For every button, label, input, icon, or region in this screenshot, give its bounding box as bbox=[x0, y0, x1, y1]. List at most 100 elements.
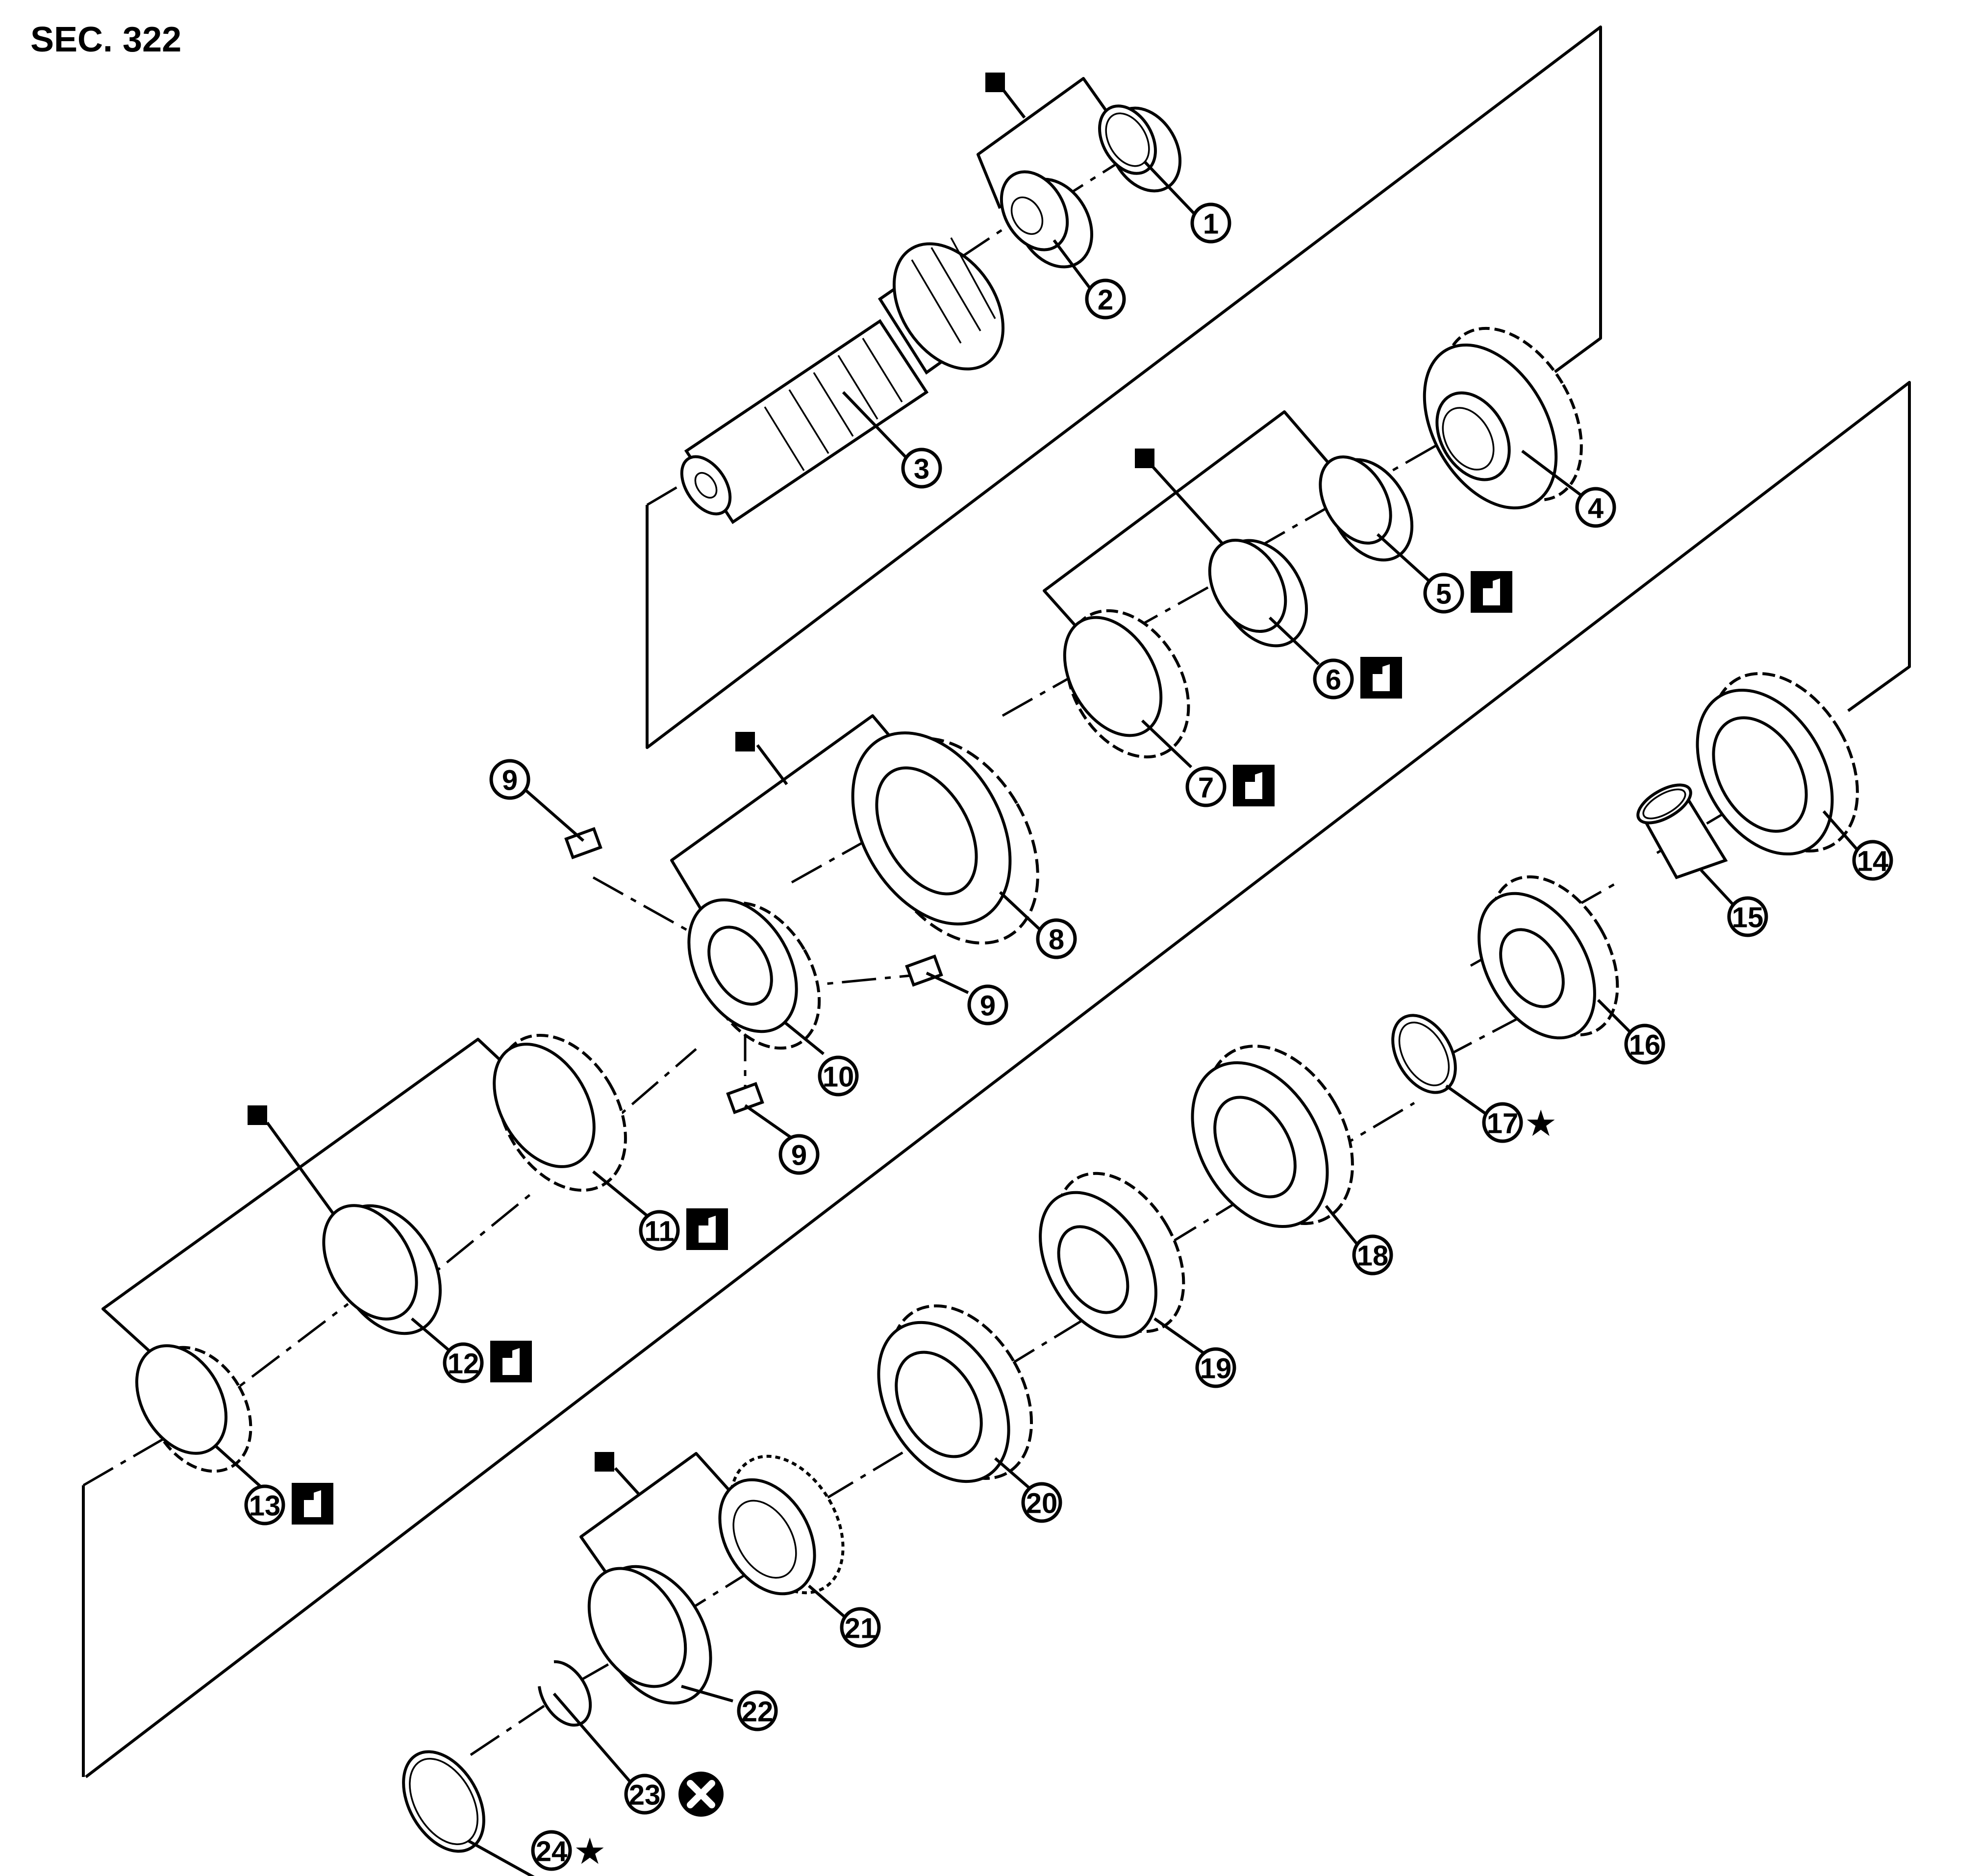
part-tapered-roller-bearing-21 bbox=[718, 1454, 845, 1596]
callout-number: 22 bbox=[742, 1696, 774, 1728]
bracket-21-22 bbox=[579, 1452, 742, 1587]
callout-8: 8 bbox=[1036, 918, 1077, 959]
assembly-frame bbox=[82, 25, 1911, 1778]
callout-number: 5 bbox=[1436, 578, 1452, 610]
part-bushing-15 bbox=[1636, 783, 1728, 879]
part-synchronizer-ring-13 bbox=[135, 1344, 252, 1473]
callout-15: 15 bbox=[1727, 896, 1768, 937]
callout-9-bottom: 9 bbox=[778, 1134, 820, 1175]
callout-9-right: 9 bbox=[967, 984, 1008, 1026]
part-gear-4 bbox=[1423, 326, 1583, 510]
callout-20: 20 bbox=[1021, 1482, 1062, 1523]
callout-number: 23 bbox=[629, 1779, 661, 1811]
part-shifting-insert-top bbox=[564, 827, 602, 859]
callout-10: 10 bbox=[818, 1055, 859, 1097]
part-cone-12 bbox=[322, 1204, 442, 1335]
bracket-1-2 bbox=[977, 73, 1114, 209]
set-marker-square bbox=[985, 73, 1005, 92]
set-marker-square bbox=[595, 1452, 614, 1472]
callout-13: 13 bbox=[244, 1483, 333, 1526]
callout-19: 19 bbox=[1195, 1347, 1236, 1388]
callout-23: 23 bbox=[624, 1772, 724, 1817]
callout-5: 5 bbox=[1423, 571, 1512, 614]
callout-number: 9 bbox=[502, 765, 518, 797]
callout-6: 6 bbox=[1313, 657, 1402, 700]
callout-11: 11 bbox=[639, 1208, 728, 1251]
part-coupling-sleeve-8 bbox=[851, 731, 1039, 945]
callout-2: 2 bbox=[1085, 278, 1126, 320]
grease-icon bbox=[1233, 765, 1275, 806]
center-axis-upper bbox=[82, 155, 1462, 1487]
set-marker-square bbox=[248, 1105, 267, 1125]
callout-9-top: 9 bbox=[489, 759, 530, 800]
part-cone-6 bbox=[1208, 538, 1308, 648]
callout-number: 13 bbox=[249, 1490, 281, 1522]
callout-17: 17 ★ bbox=[1482, 1102, 1557, 1145]
part-synchronizer-ring-5 bbox=[1319, 455, 1414, 562]
callout-number: 9 bbox=[791, 1140, 807, 1172]
callout-number: 7 bbox=[1198, 772, 1214, 804]
callout-number: 16 bbox=[1629, 1029, 1661, 1061]
do-not-reuse-icon bbox=[678, 1772, 724, 1817]
grease-icon bbox=[1360, 657, 1402, 699]
callout-number: 11 bbox=[644, 1216, 674, 1248]
callout-22: 22 bbox=[737, 1690, 778, 1731]
part-gear-20 bbox=[877, 1304, 1033, 1483]
page-title: SEC. 322 bbox=[30, 20, 182, 59]
callout-number: 20 bbox=[1026, 1488, 1058, 1520]
part-gear-14 bbox=[1696, 672, 1859, 856]
part-snap-ring-17 bbox=[1391, 1014, 1457, 1094]
callout-number: 18 bbox=[1357, 1240, 1389, 1272]
callout-number: 9 bbox=[980, 990, 996, 1022]
callout-24: 24 ★ bbox=[531, 1830, 606, 1873]
callout-3: 3 bbox=[901, 448, 942, 489]
part-synchronizer-hub-10 bbox=[687, 898, 821, 1050]
callout-18: 18 bbox=[1352, 1234, 1393, 1276]
callout-number: 24 bbox=[536, 1836, 568, 1868]
callout-number: 17 bbox=[1487, 1108, 1519, 1140]
callout-number: 19 bbox=[1200, 1353, 1232, 1385]
callout-number: 8 bbox=[1049, 924, 1064, 956]
star-icon: ★ bbox=[1525, 1102, 1557, 1145]
grease-icon bbox=[686, 1208, 728, 1250]
callout-number: 14 bbox=[1857, 846, 1889, 877]
part-baulk-ring-11 bbox=[493, 1033, 627, 1192]
part-shim-24 bbox=[402, 1750, 485, 1853]
callout-4: 4 bbox=[1575, 487, 1616, 528]
set-marker-square bbox=[1135, 449, 1154, 468]
callout-1: 1 bbox=[1190, 202, 1231, 244]
callout-number: 3 bbox=[914, 453, 929, 485]
callout-14: 14 bbox=[1852, 840, 1893, 881]
grease-icon bbox=[1471, 571, 1512, 613]
callout-number: 4 bbox=[1588, 493, 1604, 525]
set-marker-square bbox=[735, 732, 755, 751]
grease-icon bbox=[292, 1483, 333, 1525]
part-shifting-insert-bottom bbox=[726, 1082, 764, 1114]
callout-number: 10 bbox=[823, 1061, 854, 1093]
callout-12: 12 bbox=[443, 1341, 532, 1383]
grease-icon bbox=[490, 1341, 532, 1382]
callout-number: 15 bbox=[1732, 902, 1764, 934]
part-shifting-insert-right bbox=[905, 954, 943, 987]
callout-7: 7 bbox=[1185, 765, 1275, 807]
star-icon: ★ bbox=[574, 1830, 606, 1873]
callout-number: 1 bbox=[1203, 208, 1219, 240]
part-gear-19 bbox=[1039, 1172, 1185, 1339]
callout-number: 21 bbox=[845, 1613, 877, 1645]
bracket-11-12-13 bbox=[101, 1038, 519, 1359]
part-snap-ring-23 bbox=[538, 1660, 592, 1727]
part-main-shaft bbox=[680, 237, 1005, 525]
callout-16: 16 bbox=[1624, 1024, 1665, 1065]
part-gear-16 bbox=[1478, 875, 1619, 1040]
part-synchronizer-ring-7 bbox=[1063, 609, 1190, 759]
callout-21: 21 bbox=[840, 1607, 881, 1648]
part-bearing-outer-race bbox=[1098, 104, 1182, 193]
leader-lines bbox=[214, 160, 1859, 1876]
callout-number: 6 bbox=[1326, 664, 1341, 696]
callout-number: 2 bbox=[1098, 284, 1113, 316]
part-gear-18 bbox=[1191, 1045, 1354, 1228]
part-outer-race-22 bbox=[587, 1565, 712, 1705]
part-bearing-inner bbox=[1000, 170, 1094, 269]
callout-number: 12 bbox=[448, 1348, 479, 1380]
